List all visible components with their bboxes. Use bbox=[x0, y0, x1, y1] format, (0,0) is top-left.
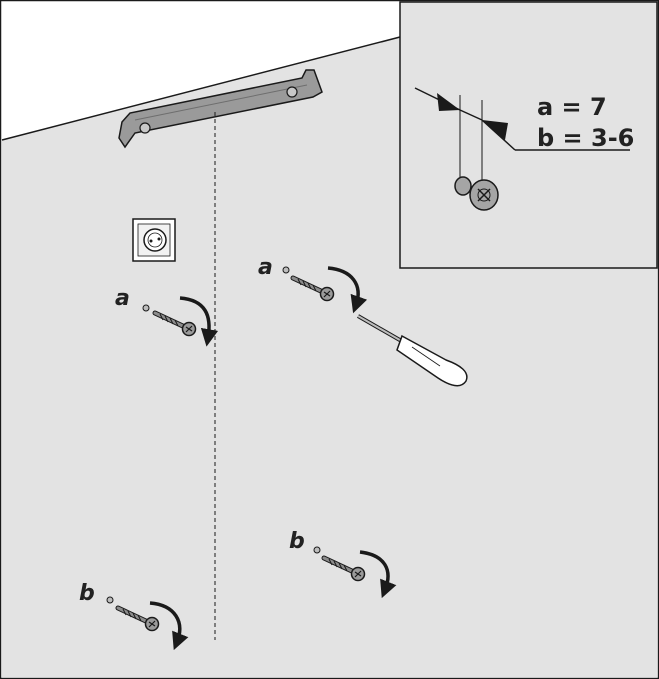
rotation-arrow-icon bbox=[359, 550, 397, 599]
detail-inset: a = 7 b = 3-6 bbox=[399, 1, 658, 269]
wall-plug-icon bbox=[313, 546, 321, 554]
wall bbox=[2, 37, 657, 677]
rotation-arrow-icon bbox=[149, 601, 189, 651]
screw-a-right: a bbox=[258, 255, 368, 314]
inset-label-a: a = 7 bbox=[537, 93, 607, 121]
label-b-left: b bbox=[79, 581, 95, 606]
label-a-right: a bbox=[258, 255, 273, 280]
socket-icon bbox=[132, 218, 176, 262]
screwdriver-icon bbox=[357, 314, 468, 387]
label-a-left: a bbox=[115, 286, 130, 311]
wall-plug-icon bbox=[282, 266, 290, 274]
wall-plug-icon bbox=[106, 596, 114, 604]
label-b-right: b bbox=[289, 529, 305, 554]
rotation-arrow-icon bbox=[179, 296, 219, 347]
dimension-arrow-icon bbox=[482, 120, 508, 140]
ceiling-edge bbox=[1, 36, 401, 141]
rotation-arrow-icon bbox=[327, 266, 368, 314]
wall-plug-icon bbox=[142, 304, 150, 312]
screw-b-left: b bbox=[79, 581, 189, 651]
screw-head-icon bbox=[454, 176, 499, 211]
screw-b-right: b bbox=[289, 529, 397, 599]
screw-a-left: a bbox=[115, 286, 219, 347]
inset-label-b: b = 3-6 bbox=[537, 124, 634, 152]
dimension-arrow-icon bbox=[437, 93, 460, 111]
bracket-icon bbox=[118, 69, 323, 149]
